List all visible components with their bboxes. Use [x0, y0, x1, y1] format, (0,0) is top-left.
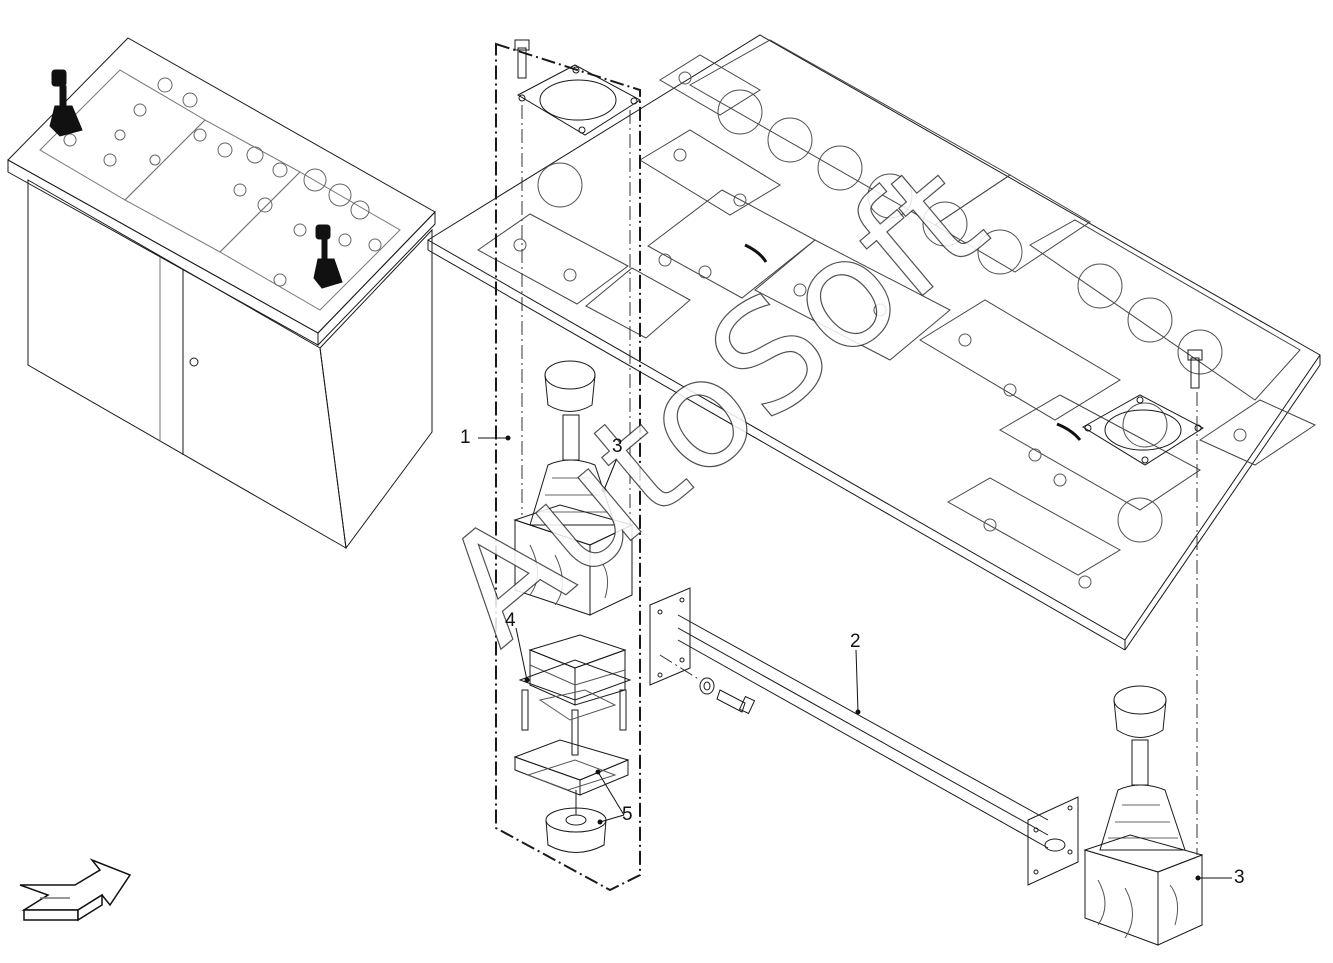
assembly-group-outline	[495, 42, 641, 892]
circuit-board	[513, 739, 630, 796]
callout-2: 2	[850, 631, 861, 652]
mounting-plate-right	[1082, 349, 1204, 466]
switch-block	[518, 634, 632, 756]
joystick-right	[1083, 685, 1204, 946]
bolt-washer	[699, 677, 756, 715]
joystick-center	[513, 360, 634, 616]
control-panel-exploded	[427, 34, 1321, 651]
callout-1: 1	[460, 427, 471, 448]
callout-5: 5	[622, 804, 633, 825]
watermark-text: AutoSoft	[411, 130, 1016, 677]
console-cabinet-overview	[7, 37, 436, 550]
callout-4: 4	[505, 610, 516, 631]
callout-3-right: 3	[1234, 867, 1245, 888]
potentiometer	[545, 790, 607, 853]
mounting-plate-top	[514, 39, 641, 136]
callout-3-center: 3	[612, 436, 623, 457]
orientation-arrow-icon	[19, 858, 132, 922]
connecting-shaft	[649, 587, 1079, 886]
